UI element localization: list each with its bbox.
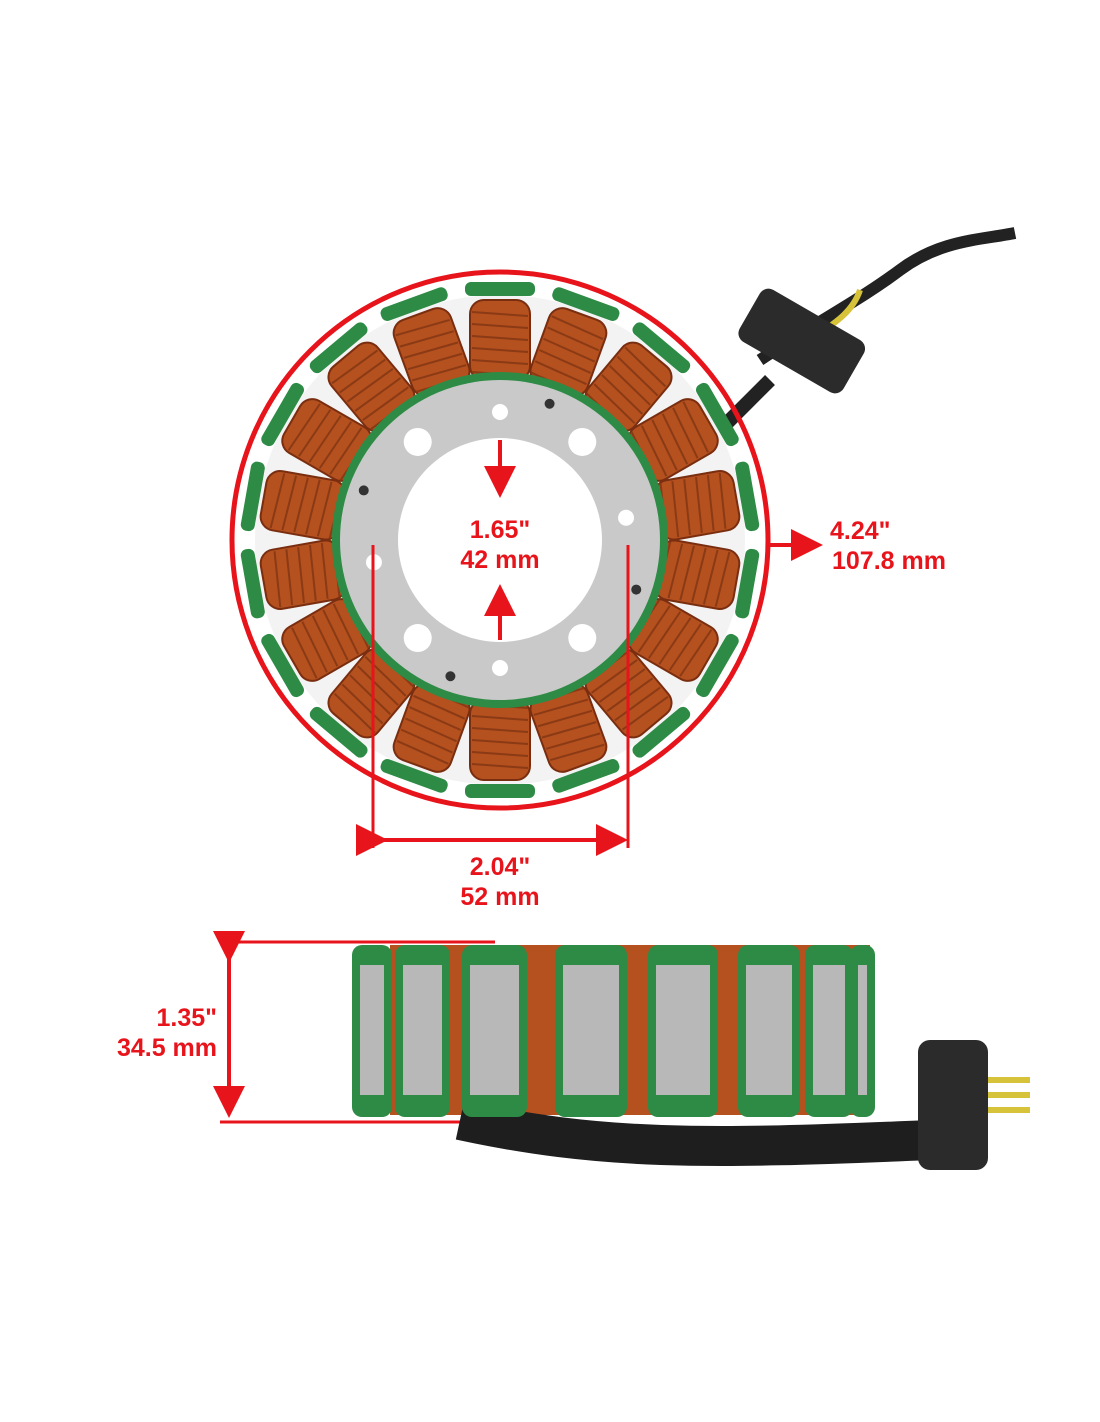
inner-diameter-label: 1.65" 42 mm [430, 515, 570, 575]
stator-top-view [229, 269, 771, 811]
side-coil [738, 945, 800, 1117]
outer-diameter-inch: 4.24" [830, 517, 891, 545]
coil [261, 597, 373, 698]
outer-diameter-ring [229, 269, 771, 811]
coil [627, 382, 739, 483]
coil [380, 683, 471, 793]
mounting-hole [618, 509, 635, 526]
outer-diameter-mm: 107.8 mm [832, 547, 946, 575]
coil [309, 322, 417, 432]
coil [653, 461, 760, 541]
coil [584, 322, 691, 434]
mounting-hole [568, 427, 597, 456]
outer-diameter-label: 4.24" 107.8 mm [820, 516, 970, 576]
coil [240, 461, 347, 541]
stator-side-view [352, 945, 1030, 1170]
coil [627, 598, 739, 698]
inner-diameter-mm: 42 mm [460, 546, 540, 574]
bolt-spacing-label: 2.04" 52 mm [430, 852, 570, 912]
mounting-hole [544, 398, 555, 409]
dimension-lines [213, 440, 823, 1124]
height-label: 1.35" 34.5 mm [90, 1003, 217, 1063]
mounting-hole [445, 671, 456, 682]
mounting-hole [403, 427, 432, 456]
side-coil [462, 945, 527, 1117]
side-coil [395, 945, 450, 1117]
height-mm: 34.5 mm [116, 1034, 217, 1062]
side-coil [648, 945, 718, 1117]
side-coil [555, 945, 627, 1117]
bolt-spacing-mm: 52 mm [460, 883, 540, 911]
height-inch: 1.35" [156, 1004, 217, 1032]
side-coil [805, 945, 853, 1117]
side-coil [850, 945, 875, 1117]
mounting-hole [568, 624, 597, 653]
coil [309, 646, 416, 758]
wire-harness-top [715, 227, 1017, 435]
side-coil [352, 945, 392, 1117]
mounting-hole [358, 485, 369, 496]
mounting-hole [403, 624, 432, 653]
mounting-hole [631, 584, 642, 595]
bolt-spacing-inch: 2.04" [469, 853, 531, 881]
coil [529, 683, 620, 793]
mounting-hole [492, 660, 508, 676]
mounting-hole [492, 404, 508, 420]
inner-diameter-inch: 1.65" [469, 516, 531, 544]
